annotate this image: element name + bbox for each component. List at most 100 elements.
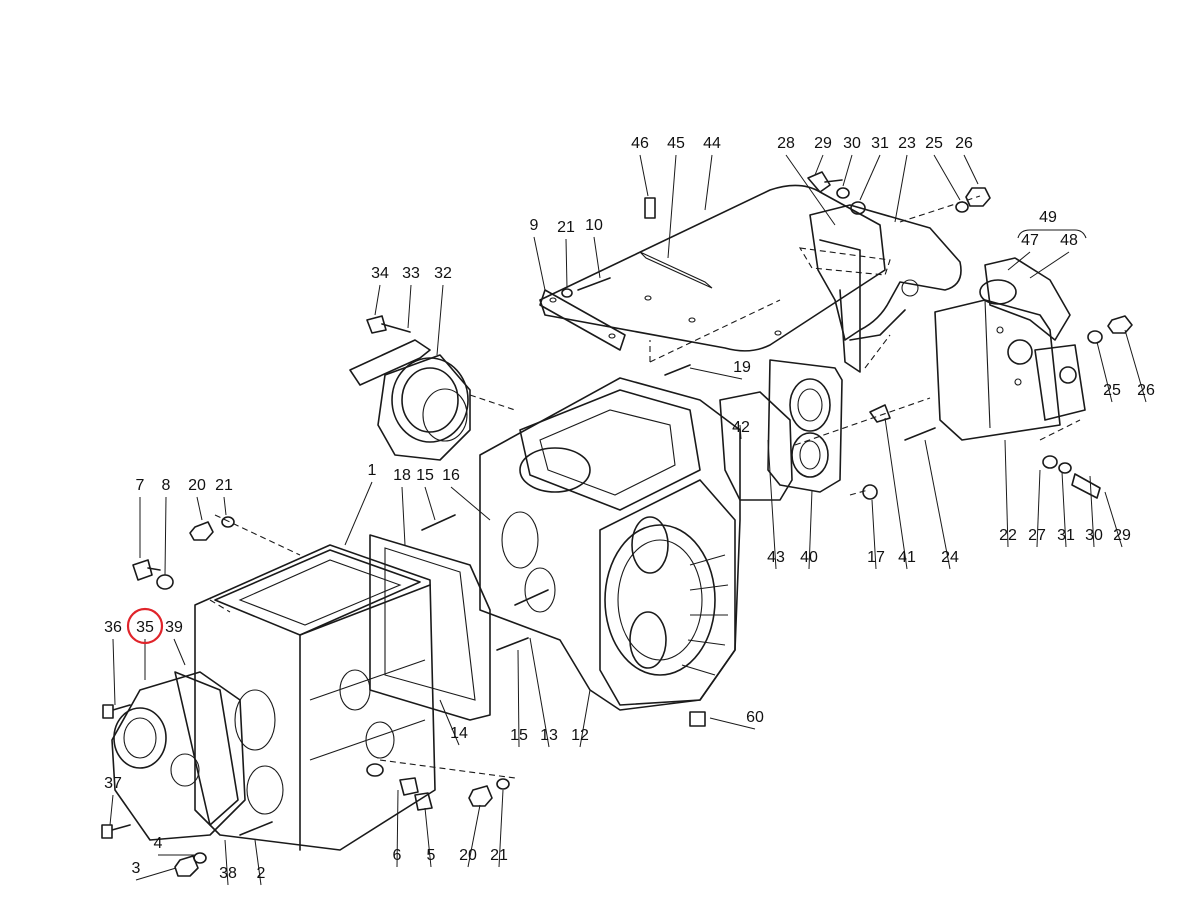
callout-22: 22 <box>999 527 1017 544</box>
leader-line-8 <box>164 496 167 576</box>
leader-line-32 <box>436 284 444 356</box>
bearing-housing <box>349 339 471 461</box>
leader-line-25a <box>933 154 961 201</box>
callout-21a: 21 <box>557 219 575 236</box>
callout-35: 35 <box>136 619 154 636</box>
leader-line-21c <box>498 789 504 868</box>
leader-line-31a <box>859 154 881 201</box>
leader-line-10 <box>593 236 601 279</box>
callout-15b: 15 <box>510 727 528 744</box>
leader-line-36 <box>112 638 116 706</box>
callout-48: 48 <box>1060 232 1078 249</box>
gasket-strip <box>539 289 626 351</box>
callout-41: 41 <box>898 549 916 566</box>
leader-line-37 <box>109 794 114 826</box>
callout-12: 12 <box>571 727 589 744</box>
callout-60: 60 <box>746 709 764 726</box>
group-bracket-49 <box>1017 229 1087 239</box>
callout-6: 6 <box>393 847 402 864</box>
callout-30a: 30 <box>843 135 861 152</box>
callout-27: 27 <box>1028 527 1046 544</box>
leader-line-47 <box>1007 251 1031 271</box>
leader-line-24 <box>924 439 951 570</box>
gasket-18 <box>369 534 491 721</box>
callout-34: 34 <box>371 265 389 282</box>
callout-23: 23 <box>898 135 916 152</box>
callout-29a: 29 <box>814 135 832 152</box>
callout-17: 17 <box>867 549 885 566</box>
leader-line-16 <box>450 486 491 521</box>
gasket-42 <box>719 391 793 501</box>
callout-37: 37 <box>104 775 122 792</box>
leader-line-29a <box>814 154 824 176</box>
leader-line-2 <box>254 839 262 886</box>
leader-line-20b <box>467 804 481 868</box>
top-cover-plate <box>539 184 886 363</box>
leader-line-38 <box>224 839 229 886</box>
leader-line-17 <box>871 499 877 570</box>
leader-line-26a <box>963 154 979 185</box>
callout-30b: 30 <box>1085 527 1103 544</box>
callout-8: 8 <box>162 477 171 494</box>
leader-line-43 <box>767 439 777 570</box>
leader-line-1 <box>344 481 373 546</box>
leader-line-19 <box>689 367 743 380</box>
callout-39: 39 <box>165 619 183 636</box>
leader-line-22 <box>1004 439 1009 548</box>
callout-highlights <box>126 607 164 645</box>
callout-4: 4 <box>154 835 163 852</box>
callout-5: 5 <box>427 847 436 864</box>
rear-plate-40 <box>767 359 843 493</box>
leader-line-44 <box>704 154 713 211</box>
shift-arm <box>798 204 962 373</box>
assembly-lines <box>209 195 1081 779</box>
leader-line-28 <box>785 154 836 226</box>
fasteners <box>101 171 1133 877</box>
leader-line-25b <box>1096 341 1113 403</box>
leader-line-31b <box>1061 471 1067 548</box>
callout-38: 38 <box>219 865 237 882</box>
leader-line-9 <box>533 236 546 291</box>
callout-18: 18 <box>393 467 411 484</box>
callout-49: 49 <box>1039 209 1057 226</box>
callout-36: 36 <box>104 619 122 636</box>
leader-line-45 <box>667 154 677 259</box>
callout-20a: 20 <box>188 477 206 494</box>
callout-7: 7 <box>136 477 145 494</box>
leader-line-20a <box>196 496 203 521</box>
callout-2: 2 <box>257 865 266 882</box>
leader-line-46 <box>639 154 649 197</box>
leader-line-6 <box>396 789 399 868</box>
center-case <box>479 377 741 711</box>
leader-line-18 <box>401 486 406 546</box>
leader-line-14 <box>439 699 460 746</box>
callout-13: 13 <box>540 727 558 744</box>
callout-15a: 15 <box>416 467 434 484</box>
leader-line-41 <box>884 417 908 570</box>
callout-21c: 21 <box>490 847 508 864</box>
callout-10: 10 <box>585 217 603 234</box>
leader-line-27 <box>1036 469 1041 548</box>
callout-26b: 26 <box>1137 382 1155 399</box>
callout-45: 45 <box>667 135 685 152</box>
callout-33: 33 <box>402 265 420 282</box>
callout-3: 3 <box>132 860 141 877</box>
callout-46: 46 <box>631 135 649 152</box>
callout-26a: 26 <box>955 135 973 152</box>
callout-28: 28 <box>777 135 795 152</box>
callout-42: 42 <box>732 419 750 436</box>
callout-47: 47 <box>1021 232 1039 249</box>
leader-line-29b <box>1104 491 1123 548</box>
leader-line-30a <box>842 154 853 187</box>
leader-line-12 <box>579 689 591 748</box>
parts-artwork <box>101 171 1133 877</box>
leader-line-21b <box>223 496 227 516</box>
leader-line-33 <box>407 284 412 329</box>
right-side-cover <box>934 257 1086 441</box>
leader-line-60 <box>709 717 756 730</box>
callout-20b: 20 <box>459 847 477 864</box>
end-cover <box>111 671 246 841</box>
leader-line-15a <box>424 486 436 521</box>
callout-19: 19 <box>733 359 751 376</box>
